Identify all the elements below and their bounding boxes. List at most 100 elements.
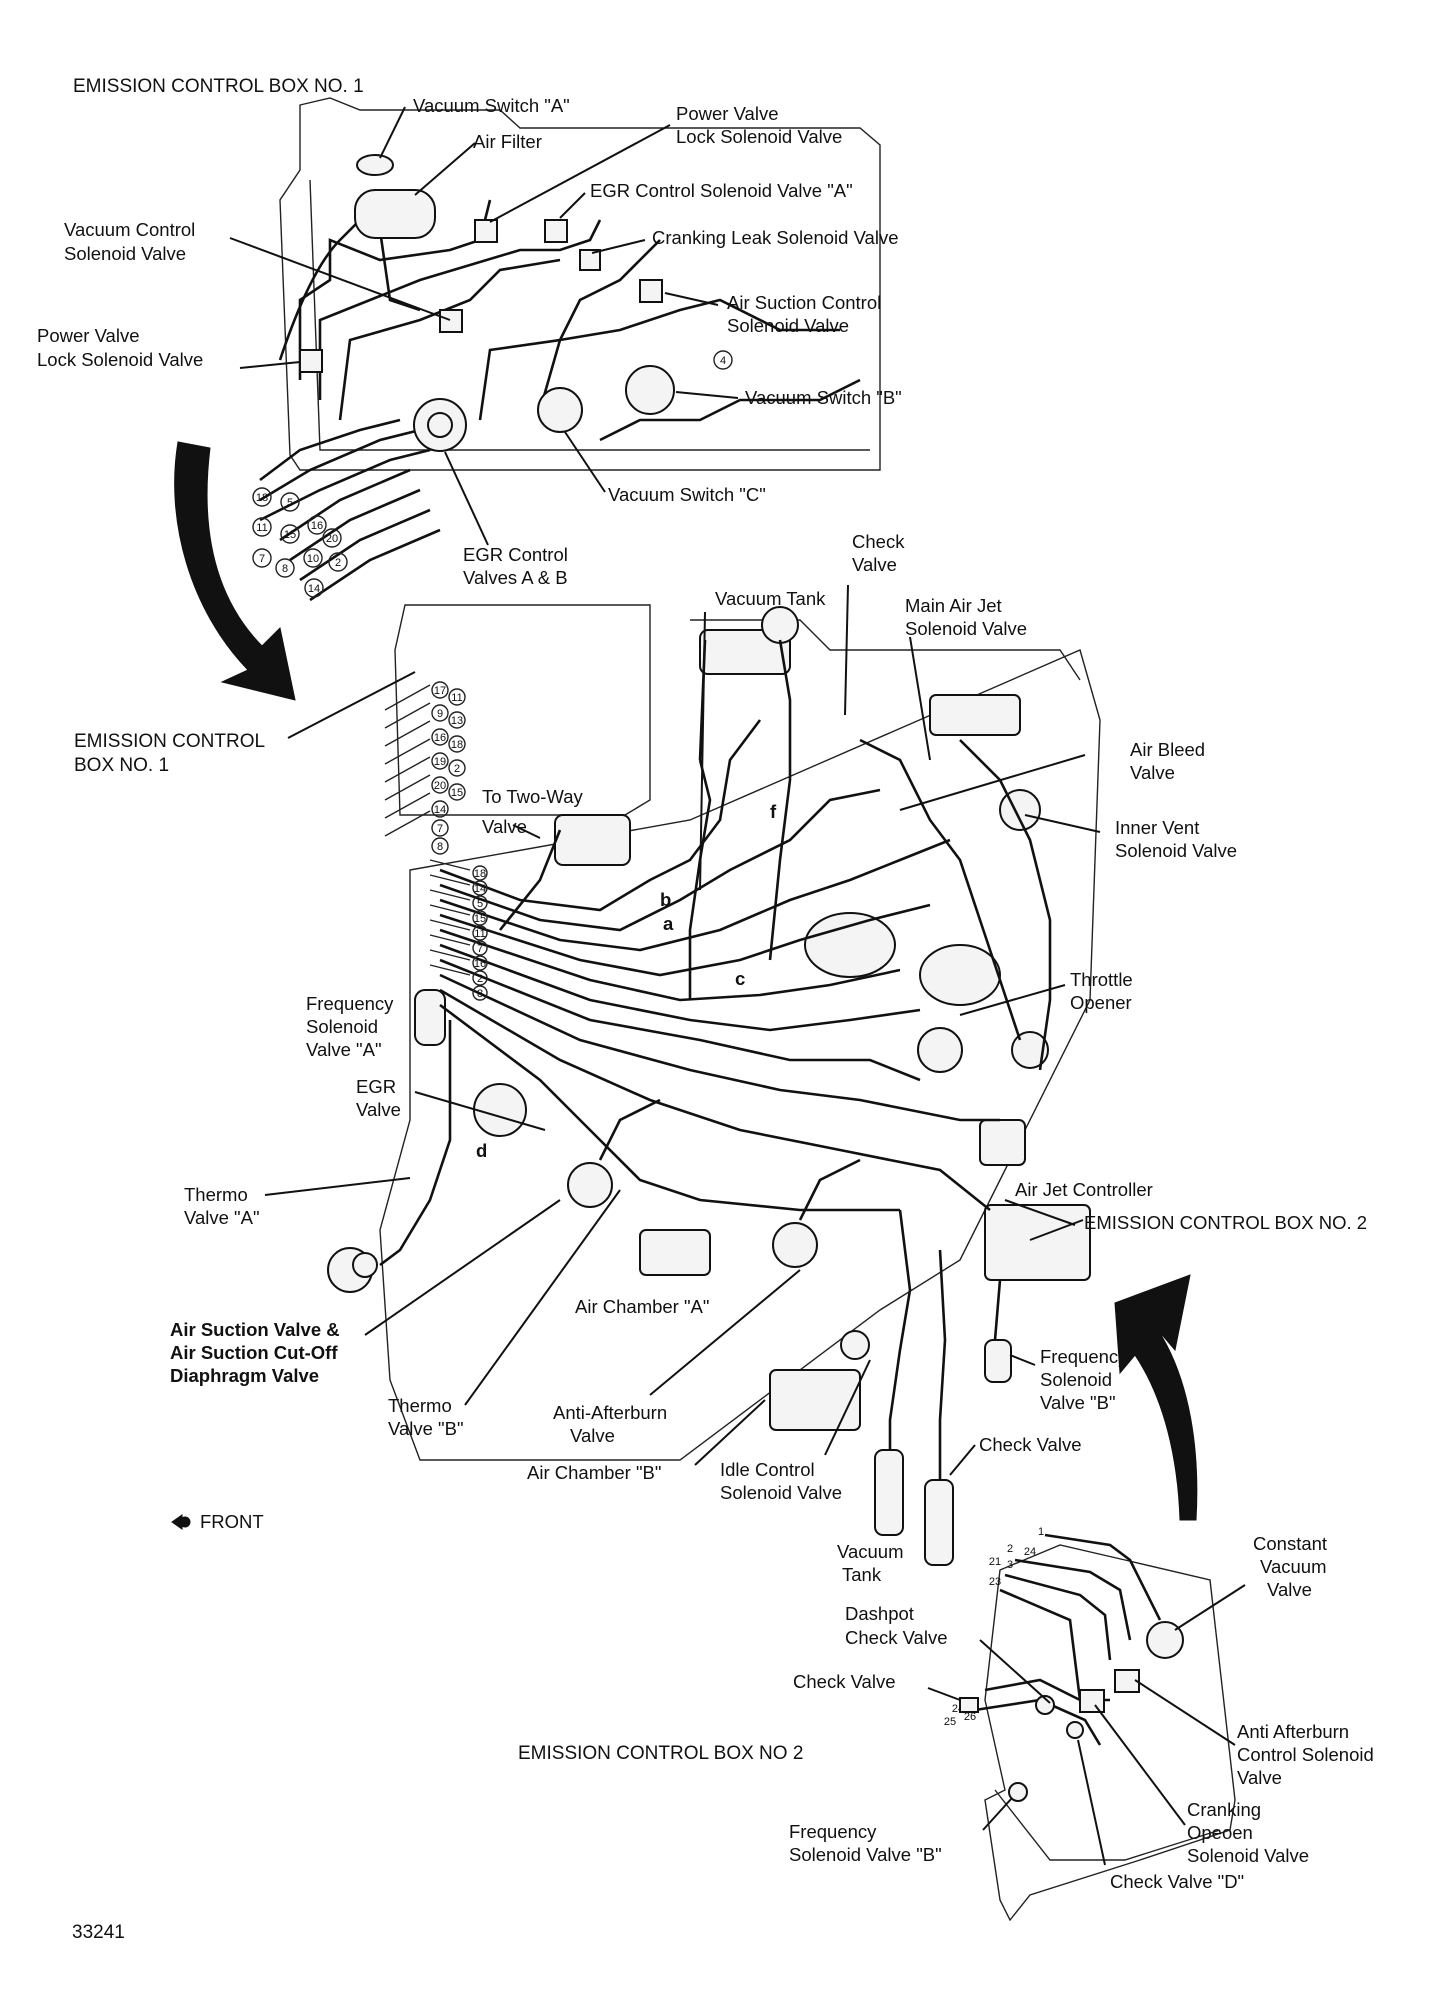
engine-hose: [598, 1098, 661, 1161]
port-number-circle: [472, 955, 488, 971]
port-stub: [384, 792, 431, 819]
air-chamber-a-part: [639, 1229, 711, 1276]
port-number-circle: [280, 492, 300, 512]
label-egr-valve-1: EGR: [356, 1076, 396, 1097]
label-power-valve-lock-2: Lock Solenoid Valve: [676, 126, 842, 147]
label-air-filter: Air Filter: [473, 131, 542, 152]
vacuum-switch-c-part: [537, 387, 583, 433]
box1-hose: [299, 508, 431, 582]
label-thermo-valve-b-2: Valve "B": [388, 1418, 464, 1439]
box2-hose: [1014, 1558, 1132, 1641]
label-thermo-valve-b-1: Thermo: [388, 1395, 452, 1416]
power-valve-lock-sv-part: [474, 219, 498, 243]
label-vacuum-control-2: Solenoid Valve: [64, 243, 186, 264]
leader-freq-sv-b: [982, 1797, 1013, 1831]
label-anti-afterburn-ctrl-3: Valve: [1237, 1767, 1282, 1788]
port-number-circle: [303, 548, 323, 568]
port-number: 14: [308, 583, 320, 595]
engine-hose: [959, 739, 1052, 1071]
label-box1-ref-1: EMISSION CONTROL: [74, 731, 265, 752]
port-number: 8: [477, 988, 483, 1000]
port-number: 21: [989, 1556, 1001, 1568]
egr-valve-part: [473, 1083, 527, 1137]
label-air-suction-control-2: Solenoid Valve: [727, 315, 849, 336]
leader-check-valve-d: [1077, 1739, 1106, 1866]
box1-hose: [538, 298, 840, 411]
label-power-valve-lock-1: Power Valve: [676, 103, 778, 124]
port-number-circle: [472, 985, 488, 1001]
vacuum-switch-b-part: [625, 365, 675, 415]
box1-hose: [289, 488, 421, 562]
port-number-circle: [713, 350, 733, 370]
label-air-suction-1: Air Suction Valve &: [170, 1319, 340, 1340]
port-number: 14: [474, 883, 486, 895]
leader-main-air-jet: [909, 636, 931, 761]
label-air-chamber-a: Air Chamber "A": [575, 1296, 709, 1317]
marker-a: a: [663, 913, 674, 934]
port-stub: [429, 874, 471, 886]
port-number-circle: [448, 759, 466, 777]
port-number: 4: [720, 355, 726, 367]
label-air-bleed-2: Valve: [1130, 762, 1175, 783]
leader-vacuum-tank-top: [699, 611, 706, 891]
label-check-valve-mid: Check Valve: [979, 1434, 1081, 1455]
marker-b: b: [660, 889, 671, 910]
engine-hose: [439, 958, 921, 1082]
label-box2-ref: EMISSION CONTROL BOX NO. 2: [1084, 1212, 1367, 1233]
engine-hose: [439, 788, 881, 932]
label-constant-vacuum-3: Valve: [1267, 1579, 1312, 1600]
label-dashpot-1: Dashpot: [845, 1603, 914, 1624]
label-constant-vacuum-2: Vacuum: [1260, 1556, 1327, 1577]
box1-hose: [318, 219, 602, 400]
box1-hose: [338, 258, 561, 421]
label-freq-sv-a-2: Solenoid: [306, 1016, 378, 1037]
inner-vent-sv-part: [999, 789, 1041, 831]
box1-title: EMISSION CONTROL BOX NO. 1: [73, 76, 364, 97]
label-check-valve: Check Valve: [793, 1671, 895, 1692]
port-stub: [384, 738, 431, 765]
figure-number: 33241: [72, 1922, 125, 1943]
label-throttle-opener-2: Opener: [1070, 992, 1132, 1013]
anti-afterburn-valve-part: [772, 1222, 818, 1268]
port-number: 5: [477, 898, 483, 910]
leader-box2-ref: [1029, 1219, 1084, 1241]
port-number: 15: [451, 787, 463, 799]
port-stub: [384, 756, 431, 783]
label-idle-control-1: Idle Control: [720, 1459, 815, 1480]
box2-hose: [974, 1698, 1102, 1746]
box2-inner-edge: [994, 1789, 1221, 1861]
port-number-circle: [431, 704, 449, 722]
label-box1-ref-2: BOX NO. 1: [74, 755, 169, 776]
port-number: 23: [989, 1576, 1001, 1588]
label-power-valve-left-2: Lock Solenoid Valve: [37, 349, 203, 370]
leader-power-valve-left: [239, 361, 301, 369]
engine-hose: [798, 1158, 861, 1221]
label-cranking-open-3: Solenoid Valve: [1187, 1845, 1309, 1866]
label-egr-control-sv-a: EGR Control Solenoid Valve "A": [590, 180, 853, 201]
leader-air-chamber-b: [694, 1399, 766, 1466]
engine-hose: [859, 738, 1022, 1041]
label-freq-sv-b-1: Frequency: [1040, 1346, 1128, 1367]
port-number-circle: [275, 558, 295, 578]
port-number: 16: [311, 520, 323, 532]
box1-hose: [259, 418, 401, 482]
port-number-circle: [431, 681, 449, 699]
leader-thermo-valve-a: [264, 1177, 411, 1196]
leader-air-filter: [414, 142, 476, 196]
port-stub: [429, 919, 471, 931]
leader-vacuum-switch-c: [564, 431, 606, 493]
port-number-circle: [280, 524, 300, 544]
anti-afterburn-control-sv-part: [1114, 1669, 1140, 1693]
box1-hose: [478, 239, 661, 421]
leader-check-valve-top: [844, 584, 849, 716]
label-vacuum-tank-bottom-1: Vacuum: [837, 1541, 904, 1562]
leader-air-bleed: [899, 754, 1086, 811]
port-number-circle: [322, 528, 342, 548]
engine-hose: [993, 1279, 1002, 1341]
vacuum-tank-bottom-right: [924, 1479, 954, 1566]
port-number: 2: [335, 557, 341, 569]
label-freq-sv-b-2: Solenoid: [1040, 1369, 1112, 1390]
leader-power-valve-lock: [489, 124, 671, 223]
cranking-open-sv-part: [1079, 1689, 1105, 1713]
port-number: 25: [944, 1716, 956, 1728]
